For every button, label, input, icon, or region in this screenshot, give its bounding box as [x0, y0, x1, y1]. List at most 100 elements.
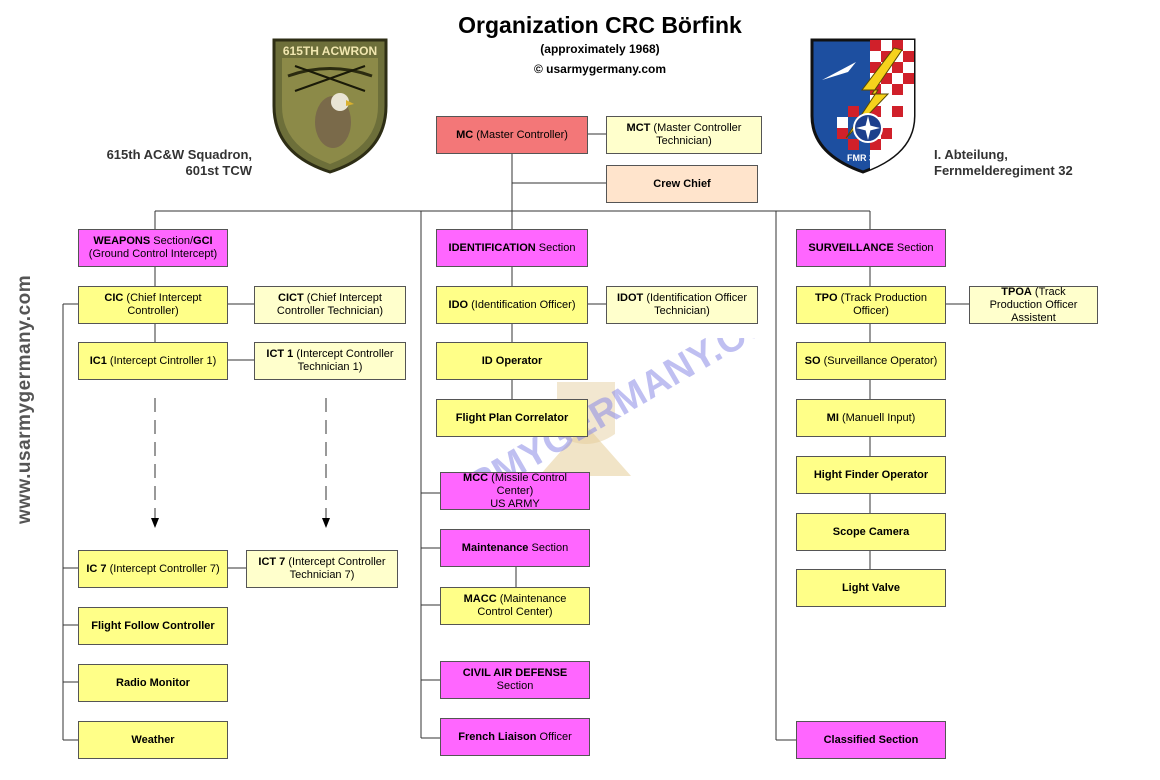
mct-abbr: MCT [626, 122, 651, 134]
civil-air-defense-box: CIVIL AIR DEFENSE Section [440, 661, 590, 699]
ict1-abbr: ICT 1 [266, 348, 294, 360]
right-unit-label: I. Abteilung, Fernmelderegiment 32 [934, 147, 1134, 179]
classified-section-box: Classified Section [796, 721, 946, 759]
idot-box: IDOT (Identification Officer Technician) [606, 286, 758, 324]
light-valve-label: Light Valve [841, 581, 901, 594]
mc-master-controller-box: MC (Master Controller) [436, 116, 588, 154]
maintenance-section-box: Maintenance Section [440, 529, 590, 567]
tpo-name: (Track Production Officer) [840, 292, 928, 317]
mi-abbr: MI [826, 411, 839, 424]
french-rest: Officer [539, 730, 572, 743]
cict-box: CICT (Chief Intercept Controller Technic… [254, 286, 406, 324]
ict7-name: (Intercept Controller Technician 7) [288, 556, 386, 581]
flight-follow-controller-box: Flight Follow Controller [78, 607, 228, 645]
so-name: (Surveillance Operator) [823, 354, 938, 367]
maintenance-abbr: Maintenance [461, 541, 529, 554]
mct-box: MCT (Master Controller Technician) [606, 116, 762, 154]
left-unit-label: 615th AC&W Squadron, 601st TCW [60, 147, 252, 179]
side-website-text: www.usarmygermany.com [14, 274, 35, 524]
tpo-box: TPO (Track Production Officer) [796, 286, 946, 324]
macc-abbr: MACC [463, 593, 497, 605]
squadron-patch-text: 615TH ACWRON [283, 44, 377, 58]
weather-box: Weather [78, 721, 228, 759]
mi-box: MI (Manuell Input) [796, 399, 946, 437]
tpoa-abbr: TPOA [1001, 285, 1032, 298]
squadron-patch-icon: 615TH ACWRON [272, 38, 388, 174]
ict1-name: (Intercept Controller Technician 1) [296, 348, 394, 373]
weather-label: Weather [131, 733, 175, 746]
weapons-section-box: WEAPONS Section/GCI(Ground Control Inter… [78, 229, 228, 267]
id-operator-label: ID Operator [481, 354, 543, 367]
crew-chief-box: Crew Chief [606, 165, 758, 203]
hight-finder-label: Hight Finder Operator [813, 468, 929, 481]
idot-abbr: IDOT [616, 292, 644, 304]
ic1-abbr: IC1 [89, 354, 107, 367]
tpo-abbr: TPO [814, 292, 838, 304]
weapons-gci-abbr: GCI [193, 235, 213, 247]
light-valve-box: Light Valve [796, 569, 946, 607]
mcc-us-army: US ARMY [490, 497, 540, 510]
french-abbr: French Liaison [458, 730, 537, 743]
radio-monitor-label: Radio Monitor [116, 676, 190, 689]
fernmelde-patch-text: FMR 32 [847, 153, 879, 163]
id-operator-box: ID Operator [436, 342, 588, 380]
macc-name: (Maintenance Control Center) [477, 593, 567, 618]
ido-box: IDO (Identification Officer) [436, 286, 588, 324]
crew-chief-label: Crew Chief [653, 177, 711, 190]
flight-plan-label: Flight Plan Correlator [455, 411, 569, 424]
left-unit-line2: 601st TCW [185, 163, 252, 178]
surveillance-abbr: SURVEILLANCE [808, 241, 894, 254]
so-box: SO (Surveillance Operator) [796, 342, 946, 380]
right-unit-line1: I. Abteilung, [934, 147, 1008, 162]
so-abbr: SO [804, 354, 821, 367]
idot-name: (Identification Officer Technician) [646, 292, 748, 317]
ido-name: (Identification Officer) [471, 298, 576, 311]
flight-follow-label: Flight Follow Controller [91, 619, 215, 632]
mc-abbr: MC [456, 128, 474, 141]
scope-camera-box: Scope Camera [796, 513, 946, 551]
surveillance-rest: Section [896, 241, 934, 254]
tpoa-box: TPOA (Track Production Officer Assistent [969, 286, 1098, 324]
mct-name: (Master Controller Technician) [653, 122, 742, 147]
ict7-abbr: ICT 7 [258, 556, 286, 568]
surveillance-section-box: SURVEILLANCE Section [796, 229, 946, 267]
weapons-abbr: WEAPONS [93, 235, 151, 247]
weapons-name: (Ground Control Intercept) [88, 248, 218, 260]
cic-name: (Chief Intercept Controller) [126, 292, 202, 317]
cict-abbr: CICT [278, 292, 304, 304]
cict-name: (Chief Intercept Controller Technician) [276, 292, 384, 317]
ic1-name: (Intercept Cintroller 1) [109, 354, 217, 367]
page-subtitle: (approximately 1968) [540, 42, 660, 56]
identification-section-box: IDENTIFICATION Section [436, 229, 588, 267]
page-title: Organization CRC Börfink [458, 12, 742, 38]
ido-abbr: IDO [448, 298, 469, 311]
cic-box: CIC (Chief Intercept Controller) [78, 286, 228, 324]
macc-box: MACC (Maintenance Control Center) [440, 587, 590, 625]
identification-abbr: IDENTIFICATION [448, 241, 536, 254]
left-unit-line1: 615th AC&W Squadron, [106, 147, 252, 162]
ic7-abbr: IC 7 [86, 562, 107, 575]
identification-rest: Section [538, 241, 576, 254]
weapons-rest: Section/ [153, 235, 194, 247]
fernmelde-patch-icon: FMR 32 [810, 38, 916, 174]
ic1-box: IC1 (Intercept Cintroller 1) [78, 342, 228, 380]
ic7-box: IC 7 (Intercept Controller 7) [78, 550, 228, 588]
maintenance-rest: Section [531, 541, 569, 554]
civil-rest: Section [496, 680, 534, 692]
scope-camera-label: Scope Camera [832, 525, 910, 538]
mcc-name: (Missile Control Center) [491, 471, 567, 497]
mcc-abbr: MCC [463, 471, 489, 484]
hight-finder-operator-box: Hight Finder Operator [796, 456, 946, 494]
cic-abbr: CIC [104, 292, 124, 304]
copyright-text: © usarmygermany.com [533, 62, 666, 76]
tpoa-name: (Track Production Officer Assistent [989, 285, 1078, 324]
right-unit-line2: Fernmelderegiment 32 [934, 163, 1073, 178]
mcc-box: MCC (Missile Control Center)US ARMY [440, 472, 590, 510]
french-liaison-box: French Liaison Officer [440, 718, 590, 756]
mi-name: (Manuell Input) [841, 411, 916, 424]
ic7-name: (Intercept Controller 7) [109, 562, 220, 575]
civil-abbr: CIVIL AIR DEFENSE [462, 667, 568, 679]
radio-monitor-box: Radio Monitor [78, 664, 228, 702]
mc-name: (Master Controller) [476, 128, 568, 141]
